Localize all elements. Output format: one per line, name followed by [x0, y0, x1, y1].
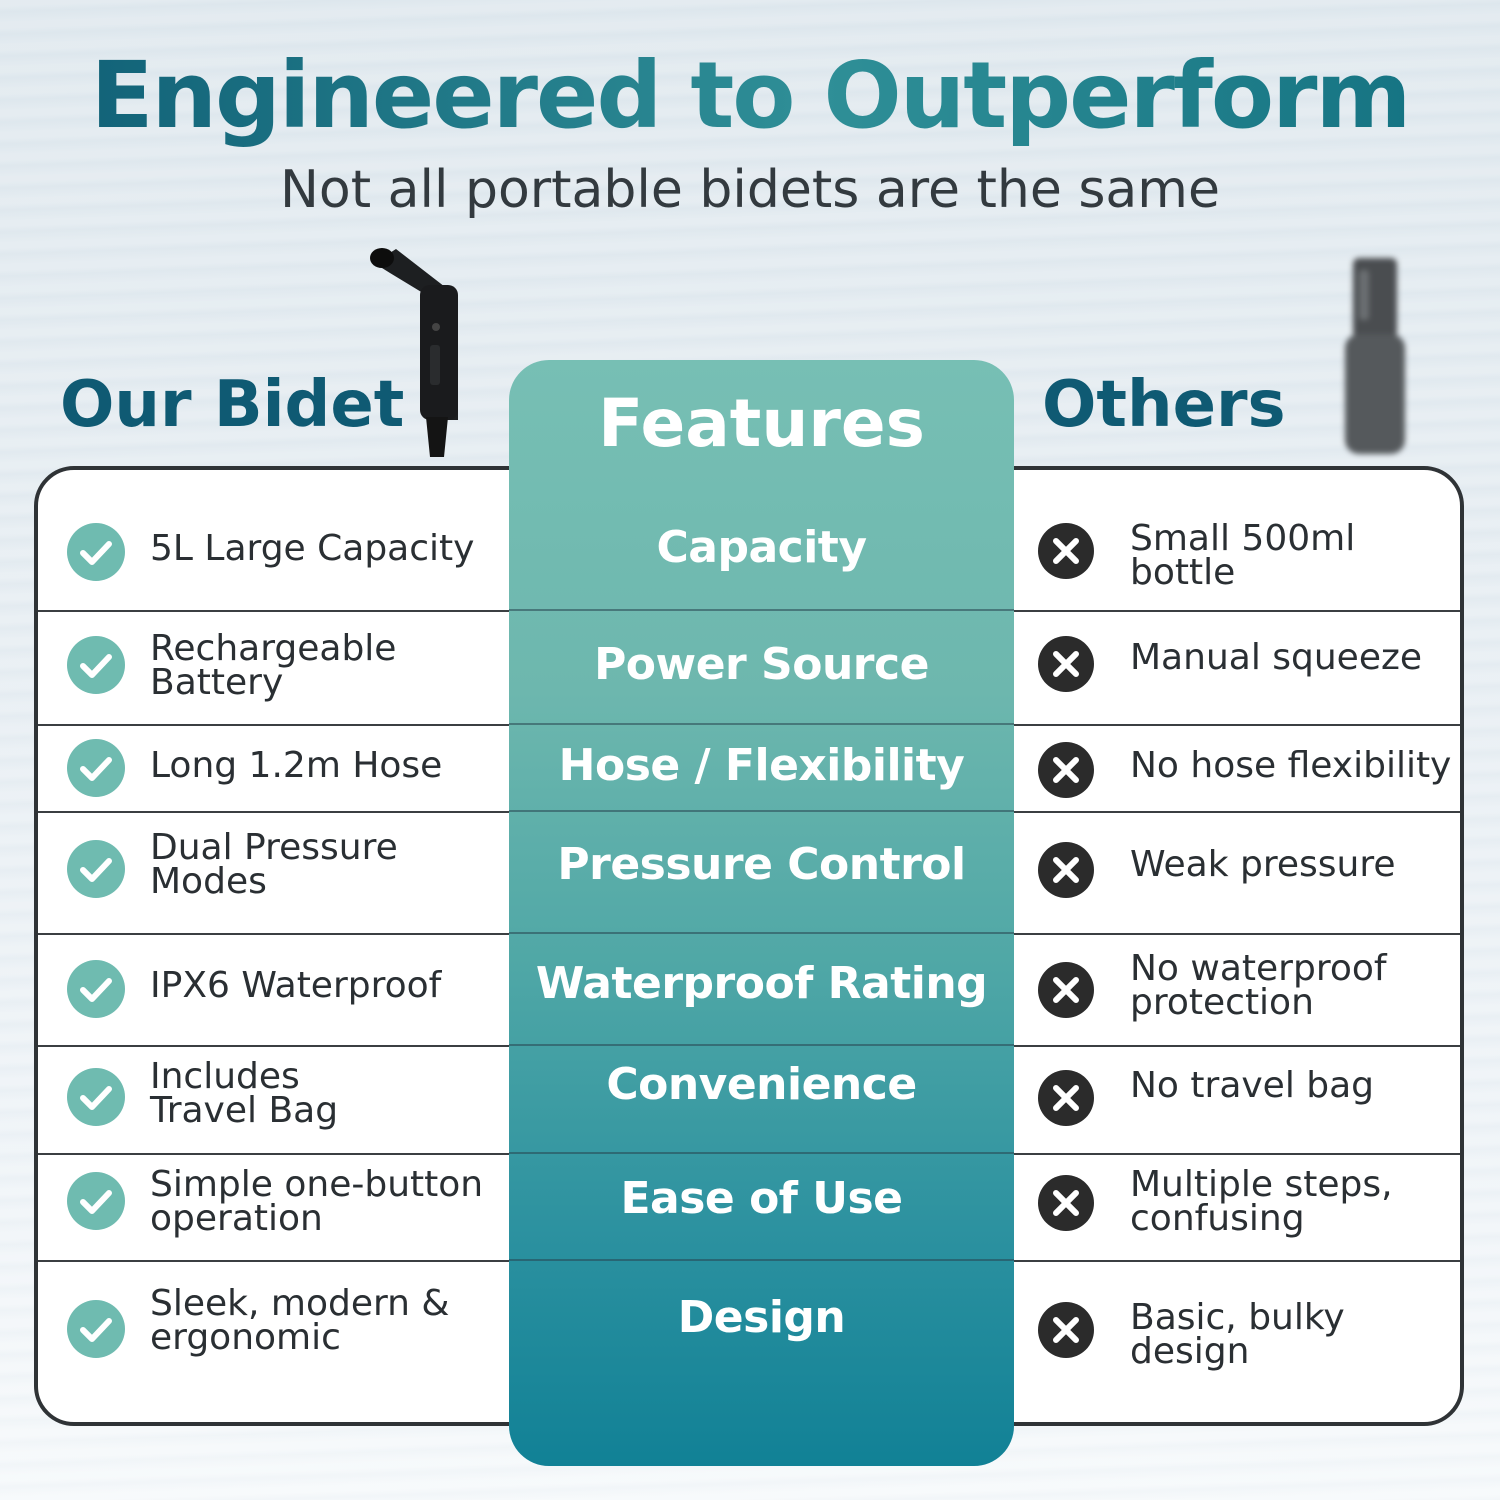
others-product-image [1345, 258, 1405, 454]
feature-divider [509, 1152, 1014, 1154]
check-circle-icon [67, 960, 125, 1018]
feature-capacity: Capacity [656, 522, 867, 573]
our-bidet-row-ease: Simple one-button operation [150, 1164, 484, 1239]
feature-divider [509, 932, 1014, 934]
page-title: Engineered to Outperform [0, 42, 1500, 149]
others-row-waterproof: No waterproof protection [1130, 948, 1387, 1023]
x-circle-icon [1038, 1175, 1094, 1231]
others-row-hose: No hose flexibility [1130, 745, 1452, 786]
our-bidet-product-image [370, 248, 458, 457]
our-bidet-row-capacity: 5L Large Capacity [150, 528, 475, 569]
feature-divider [509, 723, 1014, 725]
x-circle-icon [1038, 1070, 1094, 1126]
feature-divider [509, 1044, 1014, 1046]
check-circle-icon [67, 636, 125, 694]
x-circle-icon [1038, 1302, 1094, 1358]
our-bidet-row-waterproof: IPX6 Waterproof [150, 965, 442, 1006]
feature-power-source: Power Source [594, 639, 929, 690]
others-row-design: Basic, bulky design [1130, 1297, 1345, 1372]
feature-ease-of-use: Ease of Use [620, 1173, 903, 1224]
x-circle-icon [1038, 636, 1094, 692]
our-bidet-heading: Our Bidet [60, 368, 405, 442]
feature-waterproof-rating: Waterproof Rating [535, 958, 988, 1009]
x-circle-icon [1038, 523, 1094, 579]
check-circle-icon [67, 1300, 125, 1358]
feature-hose-flexibility: Hose / Flexibility [558, 740, 965, 791]
check-circle-icon [67, 523, 125, 581]
page-subtitle: Not all portable bidets are the same [280, 160, 1220, 220]
our-bidet-row-hose: Long 1.2m Hose [150, 745, 443, 786]
check-circle-icon [67, 1068, 125, 1126]
feature-divider [509, 1259, 1014, 1261]
feature-pressure-control: Pressure Control [557, 839, 966, 890]
x-circle-icon [1038, 962, 1094, 1018]
our-bidet-row-power: Rechargeable Battery [150, 628, 397, 703]
others-row-capacity: Small 500ml bottle [1130, 518, 1356, 593]
our-bidet-row-pressure: Dual Pressure Modes [150, 827, 398, 902]
others-row-convenience: No travel bag [1130, 1065, 1375, 1106]
x-circle-icon [1038, 742, 1094, 798]
others-heading: Others [1042, 368, 1286, 442]
check-circle-icon [67, 1172, 125, 1230]
features-heading: Features [598, 385, 925, 462]
feature-divider [509, 810, 1014, 812]
feature-divider [509, 609, 1014, 611]
check-circle-icon [67, 840, 125, 898]
others-row-pressure: Weak pressure [1130, 844, 1396, 885]
our-bidet-row-convenience: Includes Travel Bag [150, 1056, 339, 1131]
our-bidet-row-design: Sleek, modern & ergonomic [150, 1283, 450, 1358]
others-row-ease: Multiple steps, confusing [1130, 1164, 1393, 1239]
feature-convenience: Convenience [606, 1059, 917, 1110]
x-circle-icon [1038, 842, 1094, 898]
feature-design: Design [677, 1292, 846, 1343]
check-circle-icon [67, 739, 125, 797]
others-row-power: Manual squeeze [1130, 637, 1423, 678]
features-column [509, 360, 1014, 1466]
